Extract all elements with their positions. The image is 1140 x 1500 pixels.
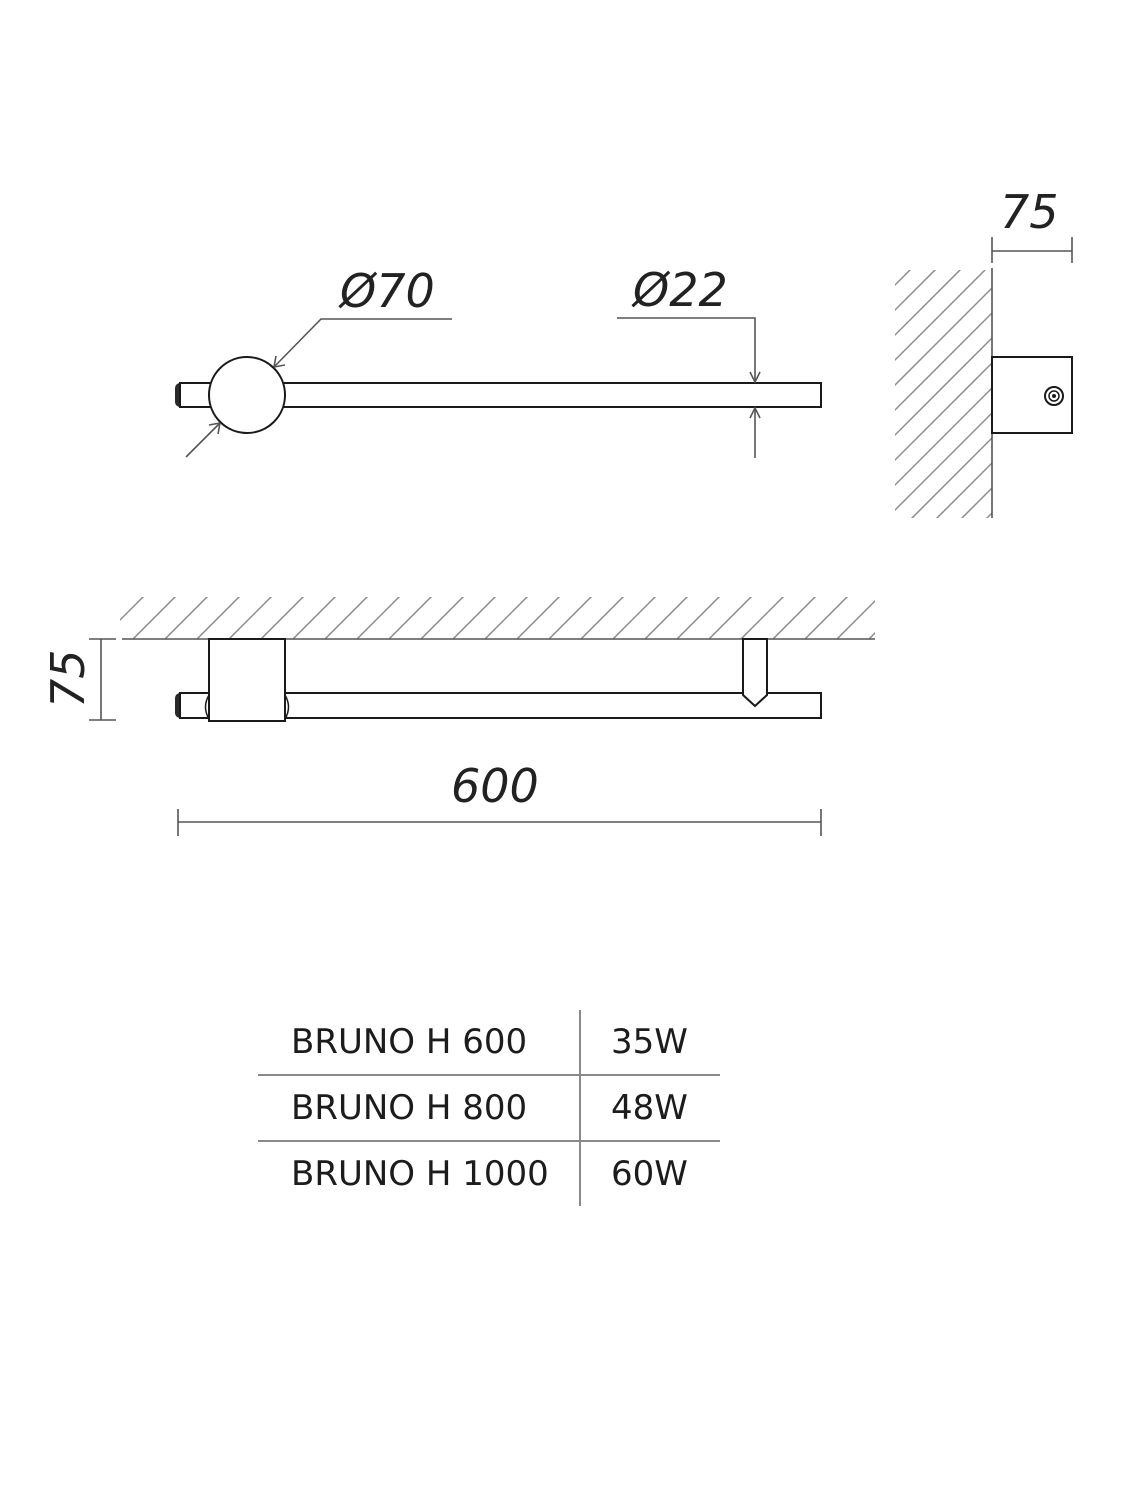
top-mount-block [208, 638, 286, 722]
power-cell: 35W [611, 1022, 688, 1062]
length-dimension [177, 809, 822, 836]
model-cell: BRUNO H 600 [258, 1010, 581, 1075]
side-depth-label: 75 [1000, 185, 1059, 239]
bottom-depth-label: 75 [41, 649, 95, 708]
power-cell: 48W [580, 1074, 720, 1141]
side-mount-block [991, 356, 1073, 434]
technical-drawing: Ø70 Ø22 [41, 185, 1073, 836]
top-block-curve-right [284, 694, 290, 720]
model-cell: BRUNO H 1000 [258, 1140, 581, 1206]
bottom-depth-dimension [89, 638, 116, 721]
side-wall-hatch [895, 270, 992, 518]
power-cell: 60W [580, 1140, 720, 1206]
bar-diameter-label: Ø22 [631, 263, 728, 317]
front-head-disc [208, 356, 286, 434]
table-row: BRUNO H 600 35W [258, 1010, 720, 1075]
front-bar [179, 382, 822, 408]
length-label: 600 [451, 759, 539, 813]
top-wall-hatch [120, 597, 875, 639]
table-row: BRUNO H 800 48W [258, 1074, 720, 1141]
front-view: Ø70 Ø22 [175, 263, 822, 458]
power-spec-table: BRUNO H 600 35W BRUNO H 800 48W BRUNO H … [258, 1010, 720, 1206]
side-view: 75 [895, 185, 1073, 518]
model-cell: BRUNO H 800 [258, 1074, 581, 1141]
top-support-post [742, 638, 768, 708]
head-diameter-leader [185, 318, 452, 458]
table-row: BRUNO H 1000 60W [258, 1140, 720, 1206]
side-switch-icon [1044, 386, 1064, 406]
side-depth-dimension [991, 237, 1073, 263]
head-diameter-label: Ø70 [338, 264, 435, 318]
top-block-curve-left [204, 694, 210, 720]
top-view: 75 600 [41, 597, 875, 836]
bar-diameter-leader [617, 317, 761, 458]
